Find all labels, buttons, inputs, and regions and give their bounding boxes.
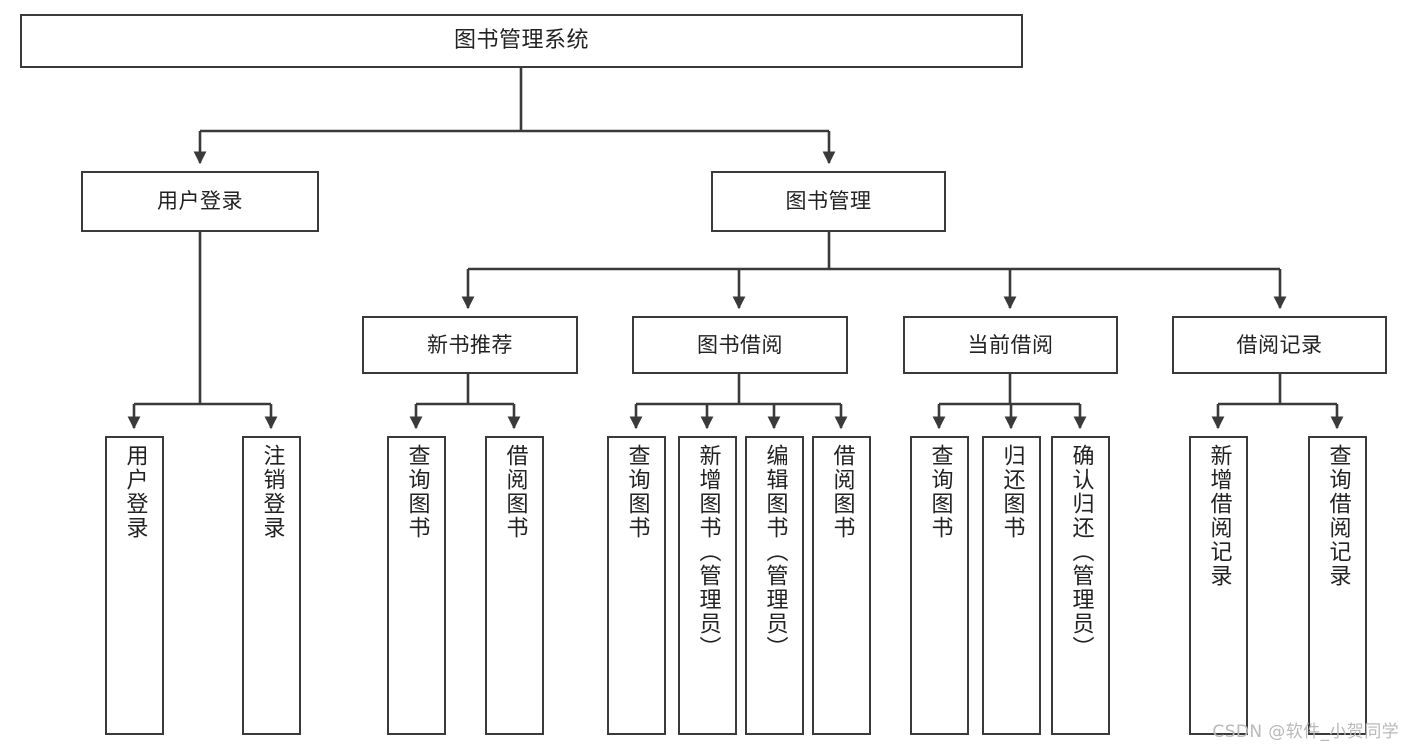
node-new-book-recommend[interactable]: 新书推荐 (362, 316, 578, 374)
node-leaf-query-book-2-label: 查询图书 (624, 444, 650, 540)
node-borrow-records-label: 借阅记录 (1236, 332, 1323, 357)
node-user-login[interactable]: 用户登录 (81, 171, 319, 232)
node-leaf-query-book-2[interactable]: 查询图书 (607, 436, 666, 735)
node-leaf-query-record-label: 查询借阅记录 (1325, 444, 1351, 588)
node-leaf-confirm-return-label: 确认归还（管理员） (1068, 444, 1094, 660)
node-leaf-user-logout[interactable]: 注销登录 (242, 436, 301, 735)
node-leaf-add-book[interactable]: 新增图书（管理员） (678, 436, 737, 735)
node-book-manage-label: 图书管理 (785, 189, 872, 214)
node-leaf-query-book-3-label: 查询图书 (927, 444, 953, 540)
node-new-book-recommend-label: 新书推荐 (427, 332, 513, 357)
node-leaf-borrow-book-2-label: 借阅图书 (829, 444, 855, 540)
node-leaf-borrow-book-2[interactable]: 借阅图书 (812, 436, 871, 735)
node-current-borrow-label: 当前借阅 (967, 332, 1054, 357)
node-leaf-query-book-1-label: 查询图书 (404, 444, 430, 540)
node-current-borrow[interactable]: 当前借阅 (903, 316, 1118, 374)
node-leaf-add-record[interactable]: 新增借阅记录 (1189, 436, 1248, 735)
node-leaf-query-book-3[interactable]: 查询图书 (910, 436, 969, 735)
node-leaf-add-book-label: 新增图书（管理员） (695, 444, 721, 660)
node-leaf-add-record-label: 新增借阅记录 (1206, 444, 1232, 588)
node-leaf-return-book[interactable]: 归还图书 (982, 436, 1041, 735)
node-root-label: 图书管理系统 (453, 28, 589, 54)
watermark: CSDN @软件_小贺同学 (1212, 722, 1399, 742)
node-leaf-query-record[interactable]: 查询借阅记录 (1308, 436, 1367, 735)
node-user-login-label: 用户登录 (157, 189, 243, 214)
node-leaf-edit-book-label: 编辑图书（管理员） (762, 444, 788, 660)
node-leaf-user-login-label: 用户登录 (122, 444, 148, 540)
node-book-borrow[interactable]: 图书借阅 (632, 316, 848, 374)
node-borrow-records[interactable]: 借阅记录 (1172, 316, 1387, 374)
node-leaf-query-book-1[interactable]: 查询图书 (387, 436, 446, 735)
node-leaf-confirm-return[interactable]: 确认归还（管理员） (1051, 436, 1110, 735)
node-leaf-borrow-book-1-label: 借阅图书 (502, 444, 528, 540)
node-book-borrow-label: 图书借阅 (697, 332, 783, 357)
node-leaf-borrow-book-1[interactable]: 借阅图书 (485, 436, 544, 735)
node-root[interactable]: 图书管理系统 (20, 14, 1023, 68)
node-leaf-user-logout-label: 注销登录 (259, 444, 285, 540)
node-leaf-user-login[interactable]: 用户登录 (105, 436, 164, 735)
node-leaf-edit-book[interactable]: 编辑图书（管理员） (745, 436, 804, 735)
node-leaf-return-book-label: 归还图书 (999, 444, 1025, 540)
node-book-manage[interactable]: 图书管理 (711, 171, 946, 232)
